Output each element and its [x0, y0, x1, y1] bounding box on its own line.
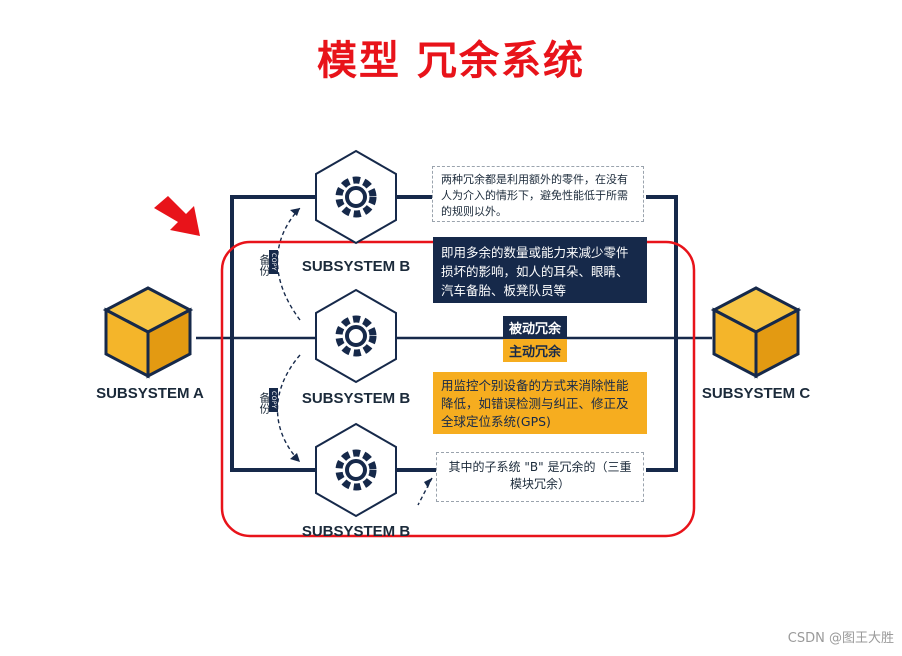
passive-redundancy-tag: 被动冗余	[503, 316, 568, 339]
cube-subsystem-a	[102, 286, 194, 379]
active-redundancy-tag: 主动冗余	[503, 339, 568, 362]
page-title: 模型 冗余系统	[317, 38, 585, 84]
gear-hexagon-top	[315, 149, 397, 245]
note-redundancy-definition: 两种冗余都是利用额外的零件，在没有人为介入的情形下，避免性能低于所需的规则以外。	[432, 166, 644, 222]
arrow-heads	[290, 208, 432, 488]
copy-badge-upper: COPY	[269, 250, 278, 275]
pointer-arrow-icon	[154, 196, 200, 236]
note-triple-modular: 其中的子系统 "B" 是冗余的（三重模块冗余）	[436, 452, 644, 502]
gear-icon	[335, 315, 377, 357]
note-active-redundancy: 用监控个别设备的方式来消除性能降低，如错误检测与纠正、修正及全球定位系统(GPS…	[433, 372, 647, 434]
subsystem-a-label: SUBSYSTEM A	[96, 385, 204, 402]
connector-lines	[230, 195, 678, 472]
note-passive-redundancy: 即用多余的数量或能力来减少零件损坏的影响，如人的耳朵、眼睛、汽车备胎、板凳队员等	[433, 237, 647, 303]
cube-subsystem-c	[710, 286, 802, 379]
subsystem-c-label: SUBSYSTEM C	[702, 385, 811, 402]
watermark: CSDN @图王大胜	[787, 631, 894, 646]
subsystem-b-bottom-label: SUBSYSTEM B	[302, 523, 411, 540]
gear-hexagon-middle	[315, 288, 397, 384]
copy-badge-lower: COPY	[269, 388, 278, 413]
subsystem-b-middle-label: SUBSYSTEM B	[302, 390, 411, 407]
backup-label-lower: 备份	[258, 392, 271, 414]
gear-icon	[335, 449, 377, 491]
gear-icon	[335, 176, 377, 218]
subsystem-b-top-label: SUBSYSTEM B	[302, 258, 411, 275]
backup-label-upper: 备份	[258, 254, 271, 276]
gear-hexagon-bottom	[315, 422, 397, 518]
